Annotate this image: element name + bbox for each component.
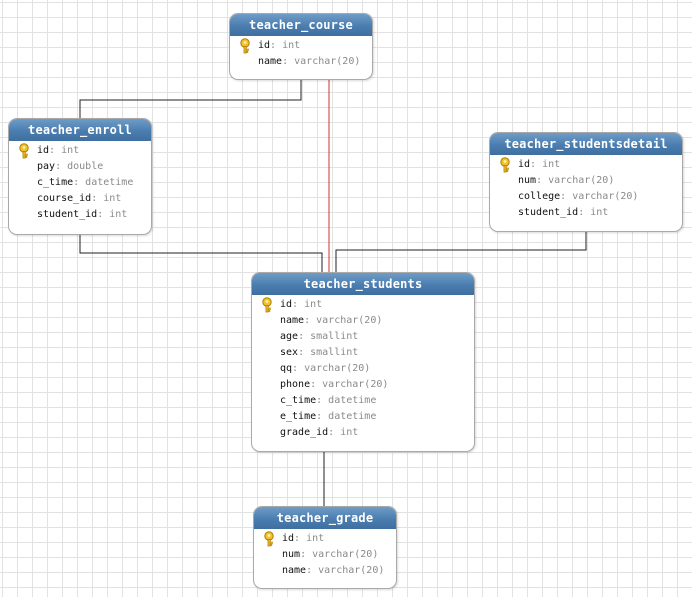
column-name: id [280,299,293,310]
column-name: id [282,533,295,544]
column-type: varchar(20) [572,191,639,202]
column-row[interactable]: name: varchar(20) [282,565,385,576]
column-row[interactable]: name: varchar(20) [258,56,361,67]
table-teacher-grade[interactable]: teacher_grade id: int num: varchar(20) n… [253,506,397,589]
column-name: e_time [280,411,317,422]
column-name: age [280,331,299,342]
column-name: num [518,175,537,186]
column-name: phone [280,379,311,390]
table-teacher-course[interactable]: teacher_course id: int name: varchar(20) [229,13,373,80]
column-name: college [518,191,561,202]
table-teacher-students[interactable]: teacher_students id: int name: varchar(2… [251,272,475,452]
column-row[interactable]: phone: varchar(20) [280,379,389,390]
column-row[interactable]: name: varchar(20) [280,315,383,326]
column-type: varchar(20) [322,379,389,390]
column-row[interactable]: num: varchar(20) [518,175,615,186]
column-name: student_id [37,209,98,220]
column-name: id [37,145,50,156]
column-row[interactable]: c_time: datetime [37,177,134,188]
primary-key-icon [498,157,512,173]
column-row[interactable]: college: varchar(20) [518,191,639,202]
primary-key-icon [262,531,276,547]
column-row[interactable]: id: int [252,297,474,313]
column-row[interactable]: id: int [9,143,151,159]
column-name: course_id [37,193,92,204]
column-row[interactable]: e_time: datetime [280,411,377,422]
column-type: int [542,159,561,170]
column-name: name [258,56,283,67]
column-type: varchar(20) [316,315,383,326]
column-name: c_time [280,395,317,406]
column-row[interactable]: grade_id: int [280,427,359,438]
column-row[interactable]: pay: double [37,161,104,172]
column-type: int [109,209,128,220]
relation-enroll-students[interactable] [79,233,323,272]
column-name: grade_id [280,427,329,438]
column-type: varchar(20) [548,175,615,186]
column-type: int [61,145,80,156]
column-row[interactable]: id: int [230,38,372,54]
column-type: datetime [85,177,134,188]
column-name: id [518,159,531,170]
column-row[interactable]: age: smallint [280,331,359,342]
column-name: pay [37,161,56,172]
column-row[interactable]: course_id: int [37,193,122,204]
table-title[interactable]: teacher_grade [254,507,396,529]
column-name: qq [280,363,293,374]
column-row[interactable]: id: int [490,157,682,173]
column-name: name [280,315,305,326]
column-type: varchar(20) [294,56,361,67]
column-type: int [306,533,325,544]
column-type: datetime [328,395,377,406]
column-name: c_time [37,177,74,188]
column-type: double [67,161,104,172]
column-type: datetime [328,411,377,422]
column-row[interactable]: qq: varchar(20) [280,363,371,374]
primary-key-icon [17,143,31,159]
column-row[interactable]: c_time: datetime [280,395,377,406]
column-type: varchar(20) [312,549,379,560]
column-type: varchar(20) [304,363,371,374]
column-name: sex [280,347,299,358]
column-type: int [103,193,122,204]
column-row[interactable]: sex: smallint [280,347,359,358]
relation-studentsdetail-students[interactable] [335,231,587,272]
column-row[interactable]: student_id: int [518,207,609,218]
primary-key-icon [238,38,252,54]
column-type: int [590,207,609,218]
column-row[interactable]: student_id: int [37,209,128,220]
table-teacher-studentsdetail[interactable]: teacher_studentsdetail id: int num: varc… [489,132,683,232]
table-title[interactable]: teacher_students [252,273,474,295]
primary-key-icon [260,297,274,313]
column-name: name [282,565,307,576]
column-type: smallint [310,347,359,358]
column-name: student_id [518,207,579,218]
column-type: int [282,40,301,51]
column-type: int [304,299,323,310]
column-name: id [258,40,271,51]
table-title[interactable]: teacher_enroll [9,119,151,141]
column-row[interactable]: num: varchar(20) [282,549,379,560]
column-type: smallint [310,331,359,342]
column-type: int [340,427,359,438]
column-type: varchar(20) [318,565,385,576]
table-title[interactable]: teacher_studentsdetail [490,133,682,155]
table-title[interactable]: teacher_course [230,14,372,36]
relation-course-enroll[interactable] [79,79,302,118]
table-teacher-enroll[interactable]: teacher_enroll id: int pay: double c_tim… [8,118,152,235]
column-row[interactable]: id: int [254,531,396,547]
column-name: num [282,549,301,560]
